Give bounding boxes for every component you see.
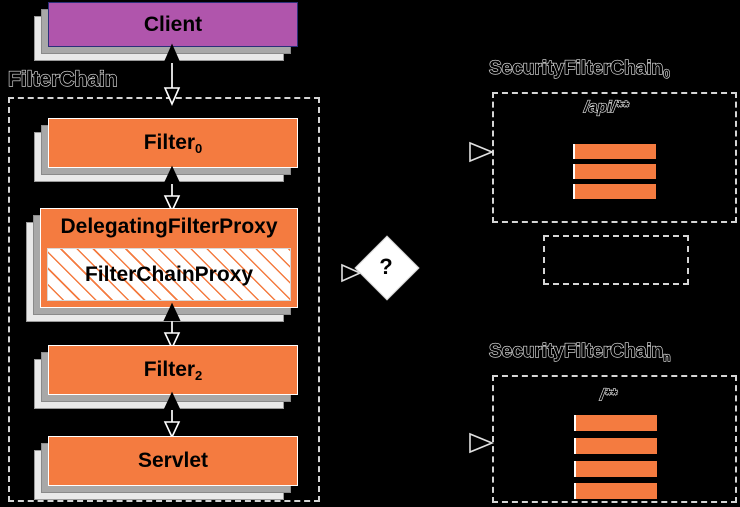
- filter-chain-proxy-label: FilterChainProxy: [84, 262, 254, 286]
- arrow-client-filter0: [163, 43, 181, 106]
- security-filter-chain-0-container: [492, 92, 737, 223]
- dfp-box: DelegatingFilterProxy FilterChainProxy: [40, 208, 298, 308]
- arrow-delegating-filter2: [163, 302, 181, 350]
- security-chain-n-label-text: SecurityFilterChain: [488, 340, 664, 362]
- chain-n-filter-bar-4[interactable]: [574, 483, 657, 499]
- filter2-label-subscript: 2: [195, 367, 203, 383]
- chain-n-filter-bar-1[interactable]: [574, 415, 657, 431]
- servlet-node[interactable]: Servlet: [34, 436, 298, 500]
- security-filter-chain-0-label: SecurityFilterChain0: [488, 57, 671, 81]
- filterchain-group-label: FilterChain: [7, 67, 118, 91]
- security-chain-0-label-text: SecurityFilterChain: [488, 57, 664, 79]
- arrow-filter2-servlet: [163, 391, 181, 439]
- filter0-label-subscript: 0: [195, 140, 203, 156]
- filterchain-container: [8, 97, 320, 502]
- security-chain-n-path-pattern: /**: [599, 386, 617, 404]
- security-chain-n-label-subscript: n: [663, 349, 672, 364]
- security-filter-chain-ellipsis-container: [543, 235, 689, 285]
- security-filter-chain-n-label: SecurityFilterChainn: [488, 340, 672, 364]
- client-label: Client: [143, 12, 203, 36]
- client-node[interactable]: Client: [34, 2, 298, 61]
- arrow-to-decision: [341, 263, 362, 283]
- decision-label: ?: [379, 254, 393, 279]
- chain-0-filter-bar-1[interactable]: [573, 144, 656, 159]
- delegating-filter-proxy-label: DelegatingFilterProxy: [60, 215, 278, 238]
- filter-chain-proxy-box[interactable]: FilterChainProxy: [47, 248, 291, 301]
- chain-0-filter-bar-3[interactable]: [573, 184, 656, 199]
- arrow-into-chain-n: [469, 432, 495, 454]
- servlet-box: Servlet: [48, 436, 298, 486]
- chain-n-filter-bar-3[interactable]: [574, 461, 657, 477]
- filter2-label-text: Filter: [143, 358, 196, 381]
- servlet-label: Servlet: [137, 449, 209, 472]
- chain-0-filter-bar-2[interactable]: [573, 164, 656, 179]
- delegating-filter-proxy-node[interactable]: DelegatingFilterProxy FilterChainProxy: [26, 208, 298, 322]
- arrow-into-chain-0: [469, 141, 495, 163]
- security-chain-0-path-pattern: /api/**: [583, 98, 629, 116]
- chain-n-filter-bar-2[interactable]: [574, 438, 657, 454]
- security-chain-0-label-subscript: 0: [663, 66, 671, 81]
- client-box: Client: [48, 2, 298, 47]
- arrow-filter0-delegating: [163, 165, 181, 213]
- filter0-label-text: Filter: [143, 131, 196, 154]
- security-filter-chain-n-container: [492, 375, 737, 503]
